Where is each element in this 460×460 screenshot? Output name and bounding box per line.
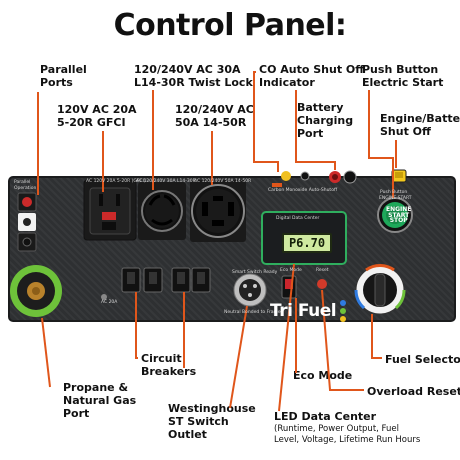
ac-50a-text: AC 120/240V 50A 14-50R: [194, 179, 252, 184]
reset-panel-text: Reset: [316, 268, 329, 273]
digital-data-center-text: Digital Data Center: [276, 216, 320, 221]
page-title: Control Panel:: [113, 8, 347, 43]
neutral-text: Neutral Bonded to Frame: [224, 310, 281, 315]
smart-switch-text: Smart Switch Ready: [232, 270, 278, 275]
fuel-selector-label: Fuel Selector: [385, 353, 460, 366]
co-text: Carbon Monoxide Auto-Shutoff: [268, 188, 338, 193]
lcd-display: P6.70: [282, 233, 332, 253]
push-button-text: Push Button: [380, 190, 408, 195]
led-data-center-label: LED Data Center: [274, 410, 377, 423]
engine-shutoff-label: Engine/BatteryShut Off: [380, 112, 460, 138]
breaker-text: AC 20A: [101, 300, 118, 305]
ac-30a-text: AC 120/240V 30A L14-30R: [136, 179, 196, 184]
overload-reset-label: Overload Reset: [367, 385, 460, 398]
ac-20a-text: AC 120V 20A 5-20R (GFCI): [86, 179, 146, 184]
brand-logo: Tri Fuel: [270, 301, 337, 321]
eco-panel-text: Eco Mode: [280, 268, 302, 273]
eco-mode-label: Eco Mode: [293, 369, 353, 382]
engine-start-text: ENGINE START: [379, 196, 412, 201]
